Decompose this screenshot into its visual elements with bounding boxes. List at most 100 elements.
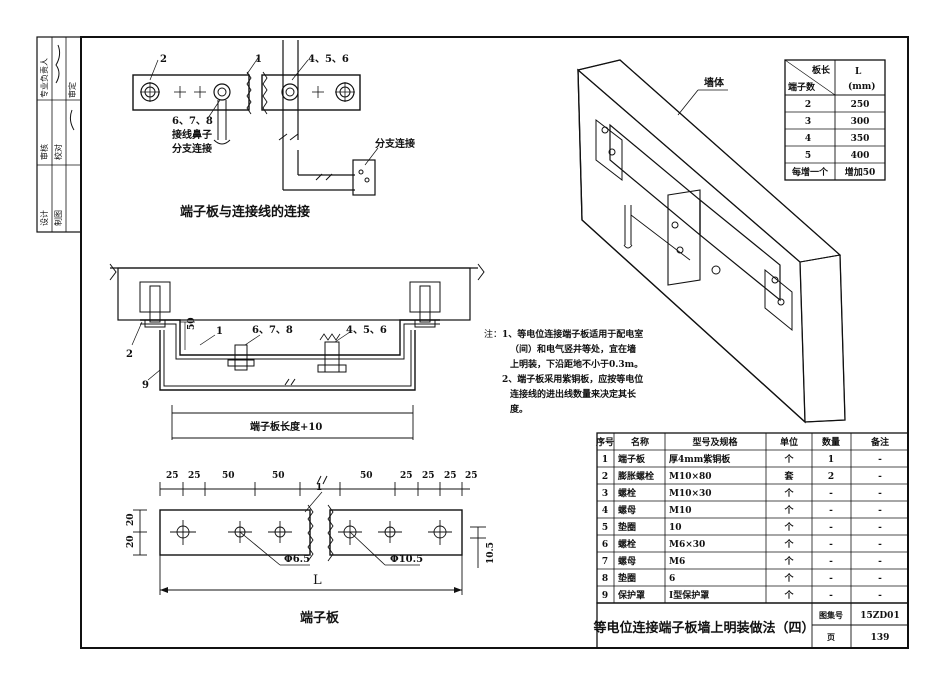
note-line: 2、端子板采用紫铜板，应按等电位	[502, 373, 643, 385]
parts-cell: 个	[783, 487, 794, 499]
parts-cell: -	[829, 523, 833, 533]
parts-cell: 垫圈	[618, 521, 636, 533]
parts-cell: 2	[602, 472, 608, 482]
dim-50a: 50	[222, 471, 235, 481]
len-header-unit: (mm)	[848, 81, 876, 92]
note-line: 1、等电位连接端子板适用于配电室	[502, 328, 643, 340]
label-branch: 分支连接	[172, 142, 212, 155]
note-line: 连接线的进出线数量来决定其长	[510, 388, 637, 400]
dim-25d: 25	[422, 471, 435, 481]
signature-mark	[55, 44, 61, 84]
section-length-label: 端子板长度+10	[250, 420, 322, 433]
note-line: 上明装，下沿距地不小于0.3m。	[510, 358, 643, 370]
parts-cell: 4	[602, 506, 608, 516]
parts-cell: 螺栓	[618, 538, 636, 550]
sig-draw: 制图	[53, 210, 63, 226]
parts-cell: 6	[602, 540, 608, 550]
len-header-top: 板长	[812, 64, 831, 76]
dim-25b: 25	[188, 471, 201, 481]
parts-cell: -	[878, 523, 882, 533]
parts-cell: 个	[783, 521, 794, 533]
parts-cell: 膨胀螺栓	[617, 470, 654, 482]
dim-25e: 25	[444, 471, 457, 481]
parts-cell: 6	[669, 574, 675, 584]
dim-50b: 50	[272, 471, 285, 481]
signature-mark	[69, 109, 75, 131]
sheet-border	[80, 36, 909, 649]
wall-label: 墙体	[704, 76, 725, 89]
parts-cell: 7	[602, 557, 608, 567]
parts-cell: -	[878, 574, 882, 584]
len-row-l: 400	[851, 151, 870, 161]
signature-strip: 专业负责人 审核 设计 校对 制图 审定	[36, 36, 82, 233]
dim-20a: 20	[126, 513, 136, 526]
hole-large-label: Φ10.5	[390, 554, 423, 565]
dim-50: 50	[187, 317, 197, 330]
parts-cell: 端子板	[618, 453, 646, 465]
parts-cell: -	[878, 489, 882, 499]
label-part-2: 2	[160, 54, 167, 65]
parts-cell: 个	[783, 504, 794, 516]
len-row-n: 4	[805, 134, 811, 144]
label-branch-2: 分支连接	[375, 137, 415, 150]
parts-cell: 螺母	[618, 555, 636, 567]
parts-cell: -	[829, 540, 833, 550]
dim-25a: 25	[166, 471, 179, 481]
len-row-l: 300	[851, 117, 870, 127]
parts-cell: 9	[602, 591, 608, 601]
parts-header: 单位	[780, 436, 798, 448]
title-block: 等电位连接端子板墙上明装做法（四） 图集号 15ZD01 页 139	[592, 602, 909, 649]
parts-header: 型号及规格	[692, 436, 738, 448]
parts-header: 数量	[822, 436, 840, 448]
dim-20b: 20	[126, 535, 136, 548]
parts-cell: -	[878, 557, 882, 567]
parts-cell: M10×80	[669, 472, 712, 482]
section-label-9: 9	[142, 380, 149, 391]
hole-small-label: Φ6.5	[284, 554, 310, 565]
len-row-l: 250	[851, 100, 870, 110]
parts-header: 名称	[631, 436, 649, 448]
parts-cell: -	[878, 472, 882, 482]
parts-cell: 个	[783, 589, 794, 601]
sig-design: 设计	[39, 210, 49, 226]
dim-25f: 25	[465, 471, 478, 481]
parts-cell: 螺栓	[618, 487, 636, 499]
top-left-title: 端子板与连接线的连接	[180, 204, 310, 220]
sig-review-head: 专业负责人	[39, 58, 49, 98]
plate-title: 端子板	[300, 610, 340, 626]
parts-cell: 个	[783, 572, 794, 584]
section-label-2: 2	[126, 349, 133, 360]
parts-cell: -	[829, 489, 833, 499]
dim-10-5: 10.5	[486, 542, 496, 564]
parts-cell: -	[878, 591, 882, 601]
parts-cell: 厚4mm紫铜板	[669, 453, 731, 465]
section-label-1: 1	[216, 326, 223, 337]
parts-cell: 垫圈	[618, 572, 636, 584]
parts-cell: 1	[602, 455, 608, 465]
plate-label-1: 1	[316, 483, 322, 493]
len-row-n: 2	[805, 100, 811, 110]
parts-cell: -	[878, 506, 882, 516]
section-label-456: 4、5、6	[346, 325, 387, 336]
len-row-n: 每增一个	[792, 166, 829, 178]
parts-header: 序号	[596, 436, 614, 448]
note-line: 度。	[510, 403, 528, 415]
parts-cell: 套	[784, 470, 794, 482]
top-left-connection-view: 2 1 4、5、6 6、7、8 接线鼻子 分支连接 分支连接 端子板与连接线的连…	[132, 40, 415, 220]
parts-cell: M6	[669, 557, 685, 567]
notes-prefix: 注：	[484, 328, 502, 340]
parts-cell: 个	[783, 538, 794, 550]
plate-length-label: L	[313, 573, 322, 588]
dim-50c: 50	[360, 471, 373, 481]
dim-25c: 25	[400, 471, 413, 481]
isometric-view: 墙体	[576, 59, 846, 424]
len-header-bottom: 端子数	[788, 81, 816, 93]
parts-cell: M6×30	[669, 540, 705, 550]
sig-review: 审核	[39, 144, 49, 160]
len-row-n: 5	[805, 151, 811, 161]
label-part-1: 1	[255, 54, 262, 65]
parts-cell: -	[829, 557, 833, 567]
